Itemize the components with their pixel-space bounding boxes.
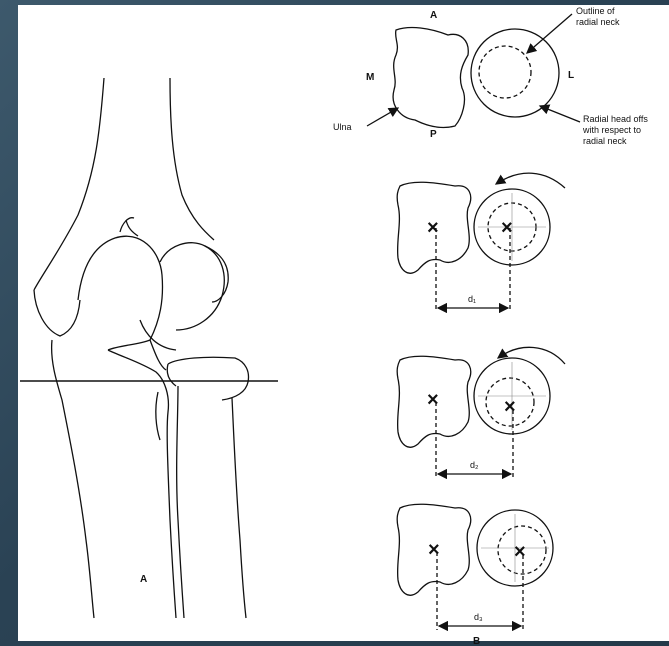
lateral-epicondyle <box>205 246 228 302</box>
ulna-outline-top <box>393 28 468 128</box>
rotation-arrow-2 <box>498 347 565 364</box>
pointer-ulna <box>367 108 398 126</box>
radial-fossa <box>140 320 176 350</box>
rotation-step-1 <box>397 173 565 312</box>
radial-neck-outline-top <box>479 46 531 98</box>
cross-section-top <box>367 14 580 127</box>
olecranon-tip <box>120 218 134 232</box>
annotation-outline-line1: Outline of <box>576 6 615 16</box>
label-anterior: A <box>430 10 437 21</box>
label-lateral: L <box>568 70 574 81</box>
humerus-shaft <box>34 78 104 290</box>
ulna-notch <box>150 340 166 370</box>
x-marker-ulna-1: × <box>427 217 439 239</box>
ulna-ridge <box>156 392 160 440</box>
annotation-outline-line2: radial neck <box>576 17 620 27</box>
label-posterior: P <box>430 129 437 140</box>
annotation-offset-line2: with respect to <box>582 125 641 135</box>
radial-head-left <box>167 364 176 386</box>
distance-label-2: d₂ <box>470 460 479 470</box>
x-marker-radius-3: × <box>514 541 526 563</box>
x-marker-radius-1: × <box>501 217 513 239</box>
panel-b-label: B <box>473 636 480 646</box>
x-marker-radius-2: × <box>504 396 516 418</box>
radius-shaft-right <box>232 398 246 618</box>
distance-label-1: d₁ <box>468 294 476 304</box>
medial-epicondyle <box>34 290 80 336</box>
pointer-offset <box>540 106 580 122</box>
annotation-offset-line1: Radial head offs <box>583 114 648 124</box>
ulna-proximal <box>52 340 94 618</box>
radial-head-circle-top <box>471 29 559 117</box>
rotation-step-2 <box>397 347 565 478</box>
rotation-arrow-1 <box>496 173 565 188</box>
label-medial: M <box>366 72 374 83</box>
distance-label-3: d₃ <box>474 612 483 622</box>
annotation-offset-line3: radial neck <box>583 136 627 146</box>
radial-head <box>168 357 248 400</box>
elbow-joint-drawing <box>20 78 278 618</box>
panel-a-label: A <box>140 574 147 585</box>
trochlea-inner <box>126 220 138 236</box>
radius-shaft-left <box>177 386 184 618</box>
x-marker-ulna-3: × <box>428 539 440 561</box>
capitulum <box>160 243 224 330</box>
humerus-shaft-right <box>170 78 214 240</box>
trochlea <box>78 236 163 350</box>
x-marker-ulna-2: × <box>427 389 439 411</box>
annotation-ulna: Ulna <box>333 122 352 132</box>
